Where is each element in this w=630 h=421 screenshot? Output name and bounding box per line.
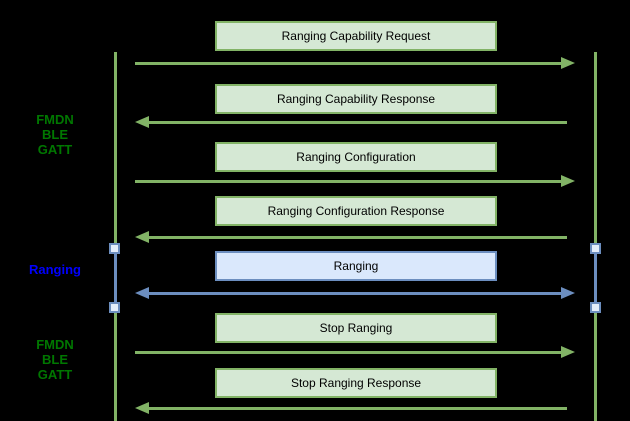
message-label: Ranging Capability Request [281,29,431,43]
lifeline-right [594,52,597,421]
message-label: Stop Ranging Response [290,376,422,390]
message-label: Ranging Configuration [296,150,416,164]
phase-label-line: GATT [37,367,73,382]
activation-marker-right-bottom [590,302,601,313]
message-box: Ranging Capability Response [215,84,497,114]
message-arrow-right [135,346,575,359]
message-box: Stop Ranging [215,313,497,343]
phase-label-line: GATT [37,142,73,157]
message-box: Ranging [215,251,497,281]
arrowhead-left [135,402,149,414]
message-box: Ranging Configuration [215,142,497,172]
message-box: Stop Ranging Response [215,368,497,398]
activation-marker-right-top [590,243,601,254]
message-arrow-left [135,116,575,129]
lifeline-left [114,52,117,421]
activation-bar-left [114,254,117,302]
message-arrow-right [135,57,575,70]
message-label: Ranging Configuration Response [267,204,445,218]
message-arrow-left [135,231,575,244]
arrowhead-left [135,231,149,243]
arrowhead-left [135,116,149,128]
phase-label-line: Ranging [29,262,81,277]
phase-label-line: FMDN [36,112,74,127]
phase-label-fmdn-ble-gatt-top: FMDN BLE GATT [5,112,105,157]
message-box: Ranging Capability Request [215,21,497,51]
arrowhead-right [561,287,575,299]
activation-marker-left-bottom [109,302,120,313]
message-label: Stop Ranging [319,321,393,335]
phase-label-ranging: Ranging [5,262,105,277]
message-arrow-both [135,287,575,300]
activation-marker-left-top [109,243,120,254]
phase-label-line: BLE [42,352,68,367]
message-label: Ranging Capability Response [276,92,436,106]
phase-label-line: FMDN [36,337,74,352]
message-box: Ranging Configuration Response [215,196,497,226]
arrowhead-left [135,287,149,299]
arrowhead-right [561,57,575,69]
message-arrow-left [135,402,575,415]
phase-label-line: BLE [42,127,68,142]
arrowhead-right [561,346,575,358]
activation-bar-right [594,254,597,302]
message-label: Ranging [333,259,379,273]
message-arrow-right [135,175,575,188]
phase-label-fmdn-ble-gatt-bottom: FMDN BLE GATT [5,337,105,382]
arrowhead-right [561,175,575,187]
